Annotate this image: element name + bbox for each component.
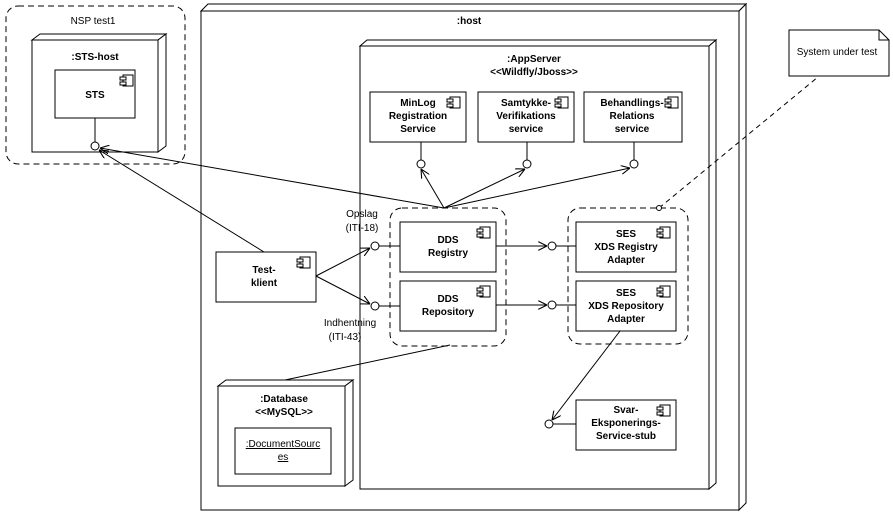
component-icon (476, 285, 491, 298)
component-icon (476, 226, 491, 239)
svg-text:Repository: Repository (422, 307, 475, 318)
svg-text:es: es (278, 452, 289, 463)
svg-text:XDS Registry: XDS Registry (594, 242, 658, 253)
service-interfaces (416, 142, 639, 169)
svg-text:klient: klient (251, 278, 278, 289)
database-title: :Database (260, 394, 308, 405)
indhentning-label: Indhentning (324, 318, 376, 329)
behandlings-service: Behandlings- Relations service (583, 91, 683, 143)
ses-registry-adapter: SES XDS Registry Adapter (575, 221, 677, 273)
component-icon (554, 96, 569, 109)
svg-text:SES: SES (616, 229, 636, 240)
svg-text:Samtykke-: Samtykke- (501, 98, 551, 109)
svg-text:DDS: DDS (437, 235, 458, 246)
nsp-test1-label: NSP test1 (71, 16, 116, 27)
connectors (90, 76, 819, 420)
system-under-test-boundary (567, 207, 689, 345)
document-sources-label: :DocumentSourc (246, 439, 320, 450)
iti43-label: (ITI-43) (329, 332, 362, 343)
svg-text:Service: Service (400, 124, 436, 135)
component-icon (296, 256, 311, 269)
svg-text:Adapter: Adapter (607, 314, 645, 325)
dds-boundary (389, 207, 507, 347)
svg-text:Registry: Registry (428, 248, 468, 259)
opslag-label: Opslag (346, 209, 378, 220)
provided-interfaces (370, 241, 576, 311)
minlog-service: MinLog Registration Service (369, 91, 467, 143)
svar-eksponerings-service-stub: Svar- Eksponerings- Service-stub (544, 399, 677, 451)
sts-host-label: :STS-host (71, 52, 119, 63)
svg-text:Relations: Relations (609, 111, 654, 122)
svg-text:Svar-: Svar- (613, 405, 638, 416)
component-icon (119, 74, 134, 87)
svg-text:XDS Repository: XDS Repository (588, 301, 664, 312)
svg-text:Test-: Test- (252, 265, 275, 276)
ses-repository-adapter: SES XDS Repository Adapter (575, 280, 677, 332)
svg-text:service: service (509, 124, 544, 135)
sts-component: STS (54, 69, 136, 119)
dds-registry: DDS Registry (399, 221, 497, 273)
svg-text:Adapter: Adapter (607, 255, 645, 266)
host-label: :host (457, 16, 482, 27)
host-node: :host (199, 2, 748, 512)
appserver-stereotype: <<Wildfly/Jboss>> (490, 67, 578, 78)
component-icon (656, 404, 671, 417)
iti18-label: (ITI-18) (346, 223, 379, 234)
svg-text:Registration: Registration (389, 111, 447, 122)
database-node: :Database <<MySQL>> :DocumentSourc es (216, 379, 355, 487)
svg-text:SES: SES (616, 288, 636, 299)
nsp-test1-boundary: NSP test1 (5, 5, 186, 165)
svg-text:DDS: DDS (437, 294, 458, 305)
appserver-title: :AppServer (507, 54, 561, 65)
dds-repository: DDS Repository (399, 280, 497, 332)
database-stereotype: <<MySQL>> (255, 407, 313, 418)
svg-text:Service-stub: Service-stub (596, 431, 656, 442)
component-icon (656, 226, 671, 239)
system-under-test-note: System under test (788, 29, 890, 77)
svg-text:Eksponerings-: Eksponerings- (591, 418, 660, 429)
appserver-node: :AppServer <<Wildfly/Jboss>> (358, 38, 718, 491)
samtykke-service: Samtykke- Verifikations service (477, 91, 575, 143)
component-icon (664, 96, 679, 109)
testklient-component: Test- klient (215, 251, 317, 303)
svg-text:Behandlings-: Behandlings- (600, 98, 663, 109)
sts-label: STS (85, 90, 105, 101)
component-icon (656, 285, 671, 298)
svg-text:Verifikations: Verifikations (496, 111, 556, 122)
component-icon (446, 96, 461, 109)
svg-text:MinLog: MinLog (400, 98, 436, 109)
note-text: System under test (797, 47, 878, 58)
svg-text:service: service (615, 124, 650, 135)
